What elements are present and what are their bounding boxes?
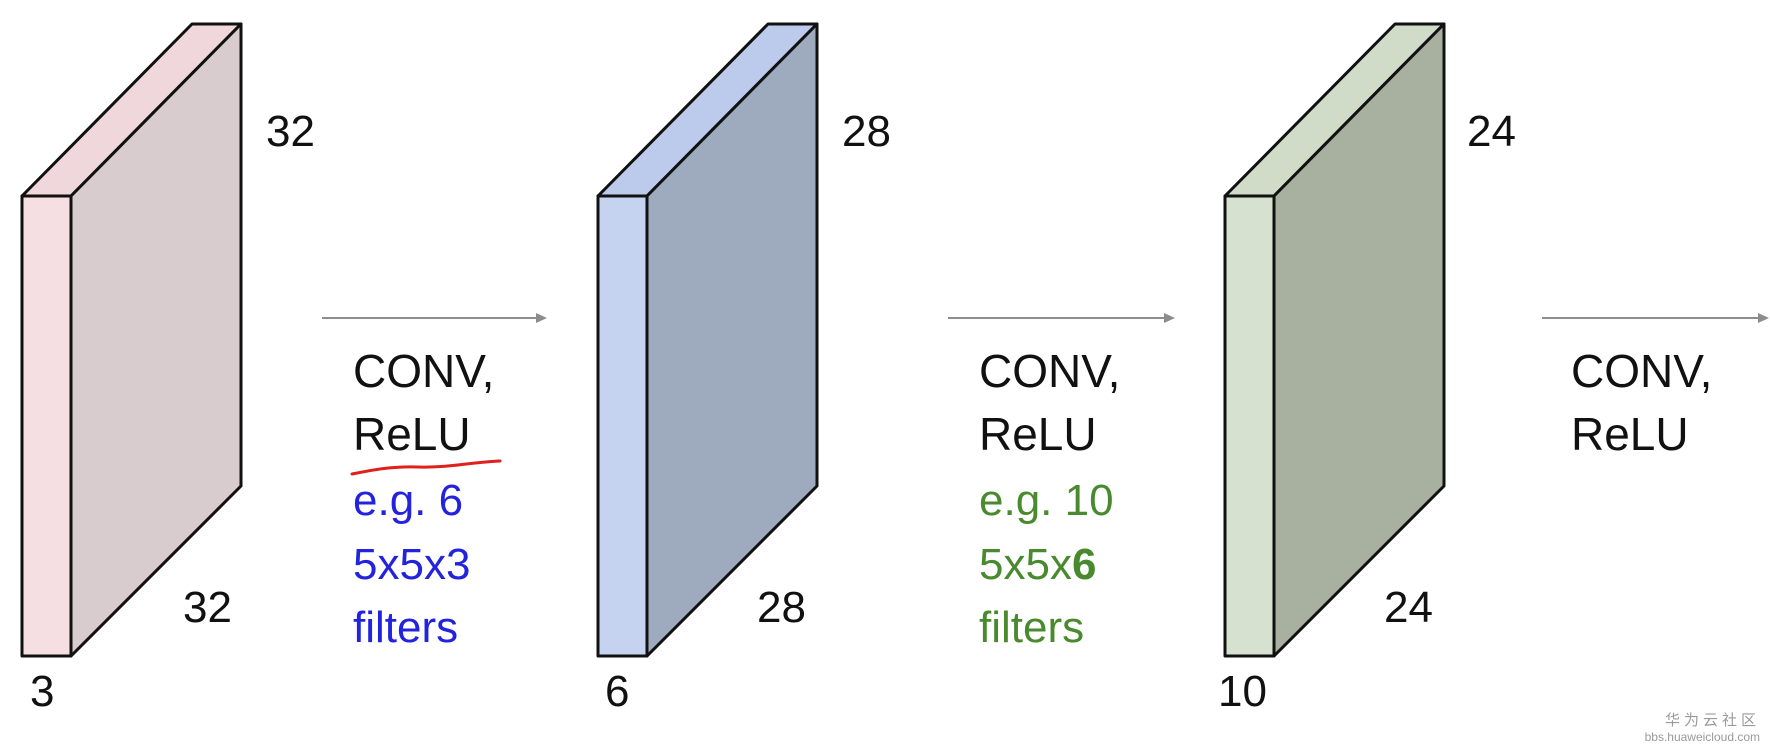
arrow-1 bbox=[322, 313, 547, 323]
arrow-3 bbox=[1542, 313, 1769, 323]
op-2-line2: ReLU bbox=[979, 408, 1097, 460]
volume-3-depth-label: 10 bbox=[1218, 667, 1267, 716]
op-1-note3: filters bbox=[353, 603, 458, 652]
volume-2-front bbox=[596, 194, 649, 658]
volume-3-front bbox=[1223, 194, 1276, 658]
op-2-note1: e.g. 10 bbox=[979, 476, 1114, 525]
op-2-note2: 5x5x6 bbox=[979, 540, 1096, 589]
op-1-note2-prefix: 5x5x bbox=[353, 540, 446, 589]
op-1-note1: e.g. 6 bbox=[353, 476, 463, 525]
volume-3-width-label: 24 bbox=[1384, 583, 1433, 632]
op-1-line1: CONV, bbox=[353, 345, 494, 397]
watermark-title: 华为云社区 bbox=[1664, 711, 1760, 729]
arrow-2 bbox=[948, 313, 1175, 323]
watermark-url: bbs.huaweicloud.com bbox=[1644, 730, 1760, 744]
volume-1-height-label: 32 bbox=[266, 107, 315, 156]
op-2-note2-prefix: 5x5x bbox=[979, 540, 1072, 589]
volume-2-height-label: 28 bbox=[842, 107, 891, 156]
op-3: CONV, ReLU bbox=[1571, 345, 1712, 460]
volume-2-width-label: 28 bbox=[757, 583, 806, 632]
op-2-note3: filters bbox=[979, 603, 1084, 652]
op-2: CONV, ReLU e.g. 10 5x5x6 filters bbox=[979, 345, 1120, 652]
op-1-line2: ReLU bbox=[353, 408, 471, 460]
op-1: CONV, ReLU e.g. 6 5x5x3 filters bbox=[350, 345, 502, 652]
volume-1: 32 32 3 bbox=[20, 22, 315, 716]
op-1-underline bbox=[350, 459, 502, 476]
volume-1-width-label: 32 bbox=[183, 583, 232, 632]
op-1-note2: 5x5x3 bbox=[353, 540, 470, 589]
volume-3-height-label: 24 bbox=[1467, 107, 1516, 156]
op-3-line2: ReLU bbox=[1571, 408, 1689, 460]
op-1-note2-depth: 3 bbox=[446, 540, 470, 589]
watermark: 华为云社区 bbs.huaweicloud.com bbox=[1645, 709, 1760, 744]
volume-2-depth-label: 6 bbox=[605, 667, 629, 716]
volume-1-depth-label: 3 bbox=[30, 667, 54, 716]
volume-1-front bbox=[20, 194, 73, 658]
volume-2: 28 28 6 bbox=[596, 22, 891, 716]
op-3-line1: CONV, bbox=[1571, 345, 1712, 397]
op-2-line1: CONV, bbox=[979, 345, 1120, 397]
volume-3: 24 24 10 bbox=[1218, 22, 1516, 716]
op-2-note2-depth: 6 bbox=[1072, 540, 1096, 589]
